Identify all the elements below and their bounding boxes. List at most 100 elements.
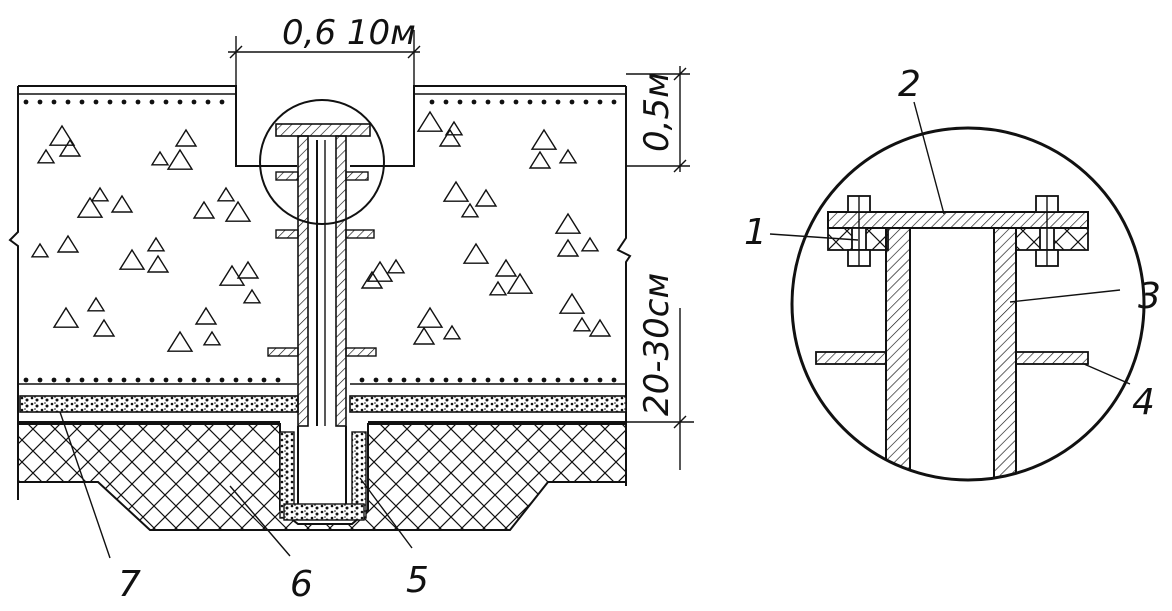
right-break-edge [616,86,632,486]
dot [65,99,71,105]
aggregate-stone [416,306,444,328]
callout-6: 6 [290,564,313,605]
dot [149,377,155,383]
dot [527,377,533,383]
dot [359,377,365,383]
aggregate-stone [528,150,552,169]
dot [37,99,43,105]
dot [219,377,225,383]
dot [569,99,575,105]
dot [583,99,589,105]
cover-plate [827,211,1089,229]
dot [205,377,211,383]
callout-5: 5 [406,560,429,601]
dot [93,377,99,383]
aggregate-stone [558,148,578,164]
dot [597,99,603,105]
aggregate-stone [460,202,480,218]
pipe-flanges [267,123,377,357]
pipe-wall-right [993,227,1017,480]
upper-layer-dimension: 0,5м [626,66,690,173]
dot [121,99,127,105]
dot [555,377,561,383]
dot [541,99,547,105]
aggregate-stone [554,212,582,234]
aggregate-stone [474,188,498,207]
bottom-dots-row [23,377,617,383]
aggregate-stone [588,318,612,337]
callout-7: 7 [118,564,141,605]
aggregate-stone [242,288,262,304]
aggregate-stone [366,260,394,282]
dot [65,377,71,383]
lower-fin-left [815,351,887,365]
dot [191,99,197,105]
aggregate-stone [442,324,462,340]
gravel-layer-right [349,395,627,413]
dot [135,377,141,383]
aggregate-stone [146,254,170,273]
dot [569,377,575,383]
aggregate-stone [442,180,470,202]
aggregate-stone [194,306,218,325]
aggregate-stone [92,318,116,337]
dot [513,99,519,105]
aggregate-stone [118,248,146,270]
dot [443,377,449,383]
lower-fin-right [1015,351,1089,365]
aggregate-stone [386,258,406,274]
aggregate-stone [462,242,490,264]
aggregate-stone [438,128,462,147]
dot [93,99,99,105]
dot [457,377,463,383]
dot [51,99,57,105]
aggregate-stone [572,316,592,332]
concrete-aggregate [30,110,612,352]
dot [485,377,491,383]
dot [443,99,449,105]
dot [471,99,477,105]
aggregate-stone [224,200,252,222]
dot [387,377,393,383]
aggregate-stone [488,280,508,296]
aggregate-stone [58,138,82,157]
dot [177,377,183,383]
dot [205,99,211,105]
dot [499,99,505,105]
gravel-layer-left [19,395,299,413]
road-section: 0,6 10м 0,5м 20-30см [8,13,694,559]
aggregate-stone [52,306,80,328]
dot [37,377,43,383]
lower-layer-label: 20-30см [637,273,677,416]
dot [429,99,435,105]
width-dimension: 0,6 10м [228,13,421,86]
dot [541,377,547,383]
dot [107,99,113,105]
aggregate-stone [76,196,104,218]
aggregate-stone [416,110,444,132]
aggregate-stone [412,326,436,345]
aggregate-stone [110,194,134,213]
dot [513,377,519,383]
bolt-left [847,195,871,267]
vertical-drain-pipe [279,135,367,521]
aggregate-stone [86,296,106,312]
width-dimension-label: 0,6 10м [282,13,416,53]
dot [597,377,603,383]
dot [401,377,407,383]
dot [107,377,113,383]
aggregate-stone [166,330,194,352]
aggregate-stone [56,234,80,253]
dot [177,99,183,105]
dot [219,99,225,105]
aggregate-stone [192,200,216,219]
dot [79,99,85,105]
bolt-right [1035,195,1059,267]
dot [163,99,169,105]
dot [79,377,85,383]
dot [471,377,477,383]
dot [499,377,505,383]
top-surface-left [18,85,297,167]
aggregate-stone [30,242,50,258]
